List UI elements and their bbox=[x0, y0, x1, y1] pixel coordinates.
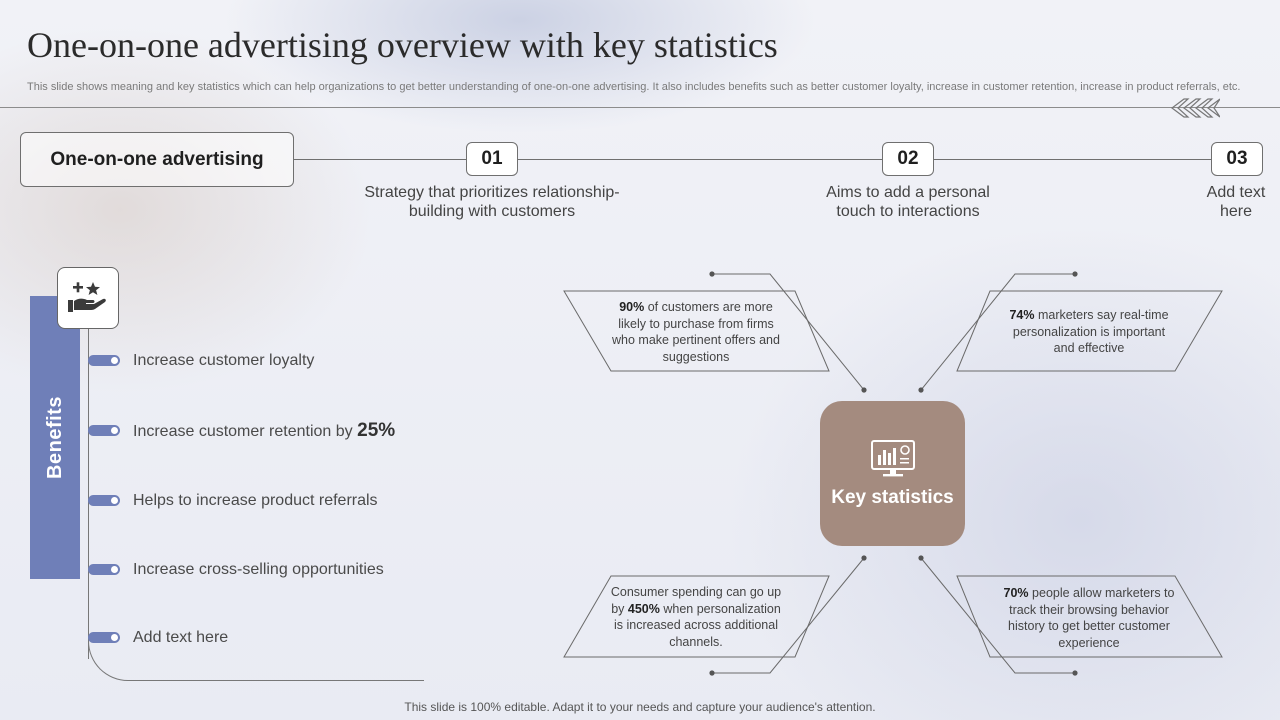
benefit-bullet-3 bbox=[88, 495, 120, 506]
stat-shape-1 bbox=[563, 290, 830, 372]
stat-text-4: 70% people allow marketers to track thei… bbox=[1003, 586, 1175, 650]
step-text-1: Strategy that prioritizes relationship-b… bbox=[364, 184, 620, 220]
key-statistics-title: Key statistics bbox=[831, 486, 954, 508]
benefit-bullet-1 bbox=[88, 355, 120, 366]
key-statistics-box: Key statistics bbox=[820, 401, 965, 546]
step-number-3: 03 bbox=[1211, 142, 1263, 176]
step-number-1: 01 bbox=[466, 142, 518, 176]
stat-text-2: 74% marketers say real-time personalizat… bbox=[1009, 308, 1169, 355]
benefits-bar bbox=[30, 296, 80, 579]
stat-shape-3 bbox=[563, 575, 830, 658]
step-text-2: Aims to add a personal touch to interact… bbox=[826, 184, 990, 220]
benefit-item-1: Increase customer loyalty bbox=[133, 352, 315, 369]
stat-text-1: 90% of customers are more likely to purc… bbox=[612, 300, 780, 364]
benefit-bullet-2 bbox=[88, 425, 120, 436]
benefit-item-2: Increase customer retention by 25% bbox=[133, 420, 396, 441]
benefits-icon-box bbox=[57, 267, 119, 329]
main-topic-box: One-on-one advertising bbox=[20, 132, 294, 187]
benefit-item-5: Add text here bbox=[133, 629, 229, 646]
benefits-baseline bbox=[128, 680, 424, 681]
step-number-2: 02 bbox=[882, 142, 934, 176]
benefit-bullet-5 bbox=[88, 632, 120, 643]
stat-text-3: Consumer spending can go up by 450% when… bbox=[610, 585, 782, 649]
benefits-connector bbox=[88, 329, 89, 659]
step-text-3: Add text here bbox=[1206, 184, 1266, 220]
hand-stars-icon bbox=[68, 282, 106, 312]
timeline-line bbox=[293, 159, 1243, 160]
page-subtitle: This slide shows meaning and key statist… bbox=[27, 81, 1241, 93]
benefit-item-4: Increase cross-selling opportunities bbox=[133, 561, 384, 578]
chevrons-left-icon bbox=[1171, 98, 1220, 118]
benefit-item-3: Helps to increase product referrals bbox=[133, 492, 378, 509]
page-title: One-on-one advertising overview with key… bbox=[27, 25, 778, 65]
footer-note: This slide is 100% editable. Adapt it to… bbox=[404, 700, 876, 714]
stat-shape-4 bbox=[956, 575, 1223, 658]
benefit-bullet-4 bbox=[88, 564, 120, 575]
header-divider bbox=[0, 107, 1280, 108]
stat-shape-2 bbox=[956, 290, 1223, 372]
monitor-chart-icon bbox=[870, 439, 915, 476]
